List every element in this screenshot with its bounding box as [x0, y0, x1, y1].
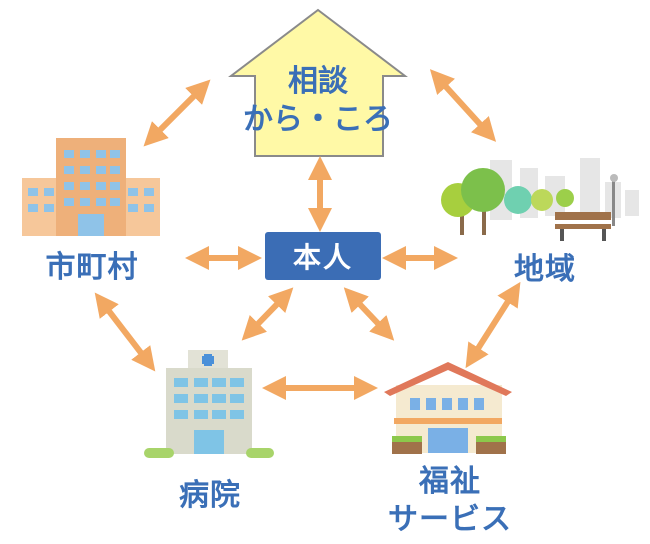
hospital-building-icon: [144, 350, 274, 458]
arrow-center-welfare: [343, 287, 395, 341]
arrow-community-welfare: [465, 281, 521, 369]
welfare-label-line2: サービス: [388, 502, 512, 537]
arrow-consult-community: [429, 69, 497, 142]
community-label: 地域: [514, 252, 576, 287]
connection-arrows: [94, 69, 521, 400]
municipality-label: 市町村: [45, 250, 139, 285]
arrow-municipality-hospital: [94, 292, 156, 372]
welfare-facility-icon: [384, 362, 512, 454]
consult-name: から・ころ: [243, 102, 393, 137]
municipality-building-icon: [22, 138, 160, 236]
consult-title: 相談: [288, 64, 348, 99]
hospital-label: 病院: [179, 478, 241, 513]
center-person-box: 本人: [265, 232, 381, 280]
arrow-center-hospital: [241, 287, 294, 341]
arrow-municipality-consult: [143, 79, 211, 147]
community-park-icon: [441, 158, 639, 241]
welfare-label-line1: 福祉: [419, 464, 481, 499]
